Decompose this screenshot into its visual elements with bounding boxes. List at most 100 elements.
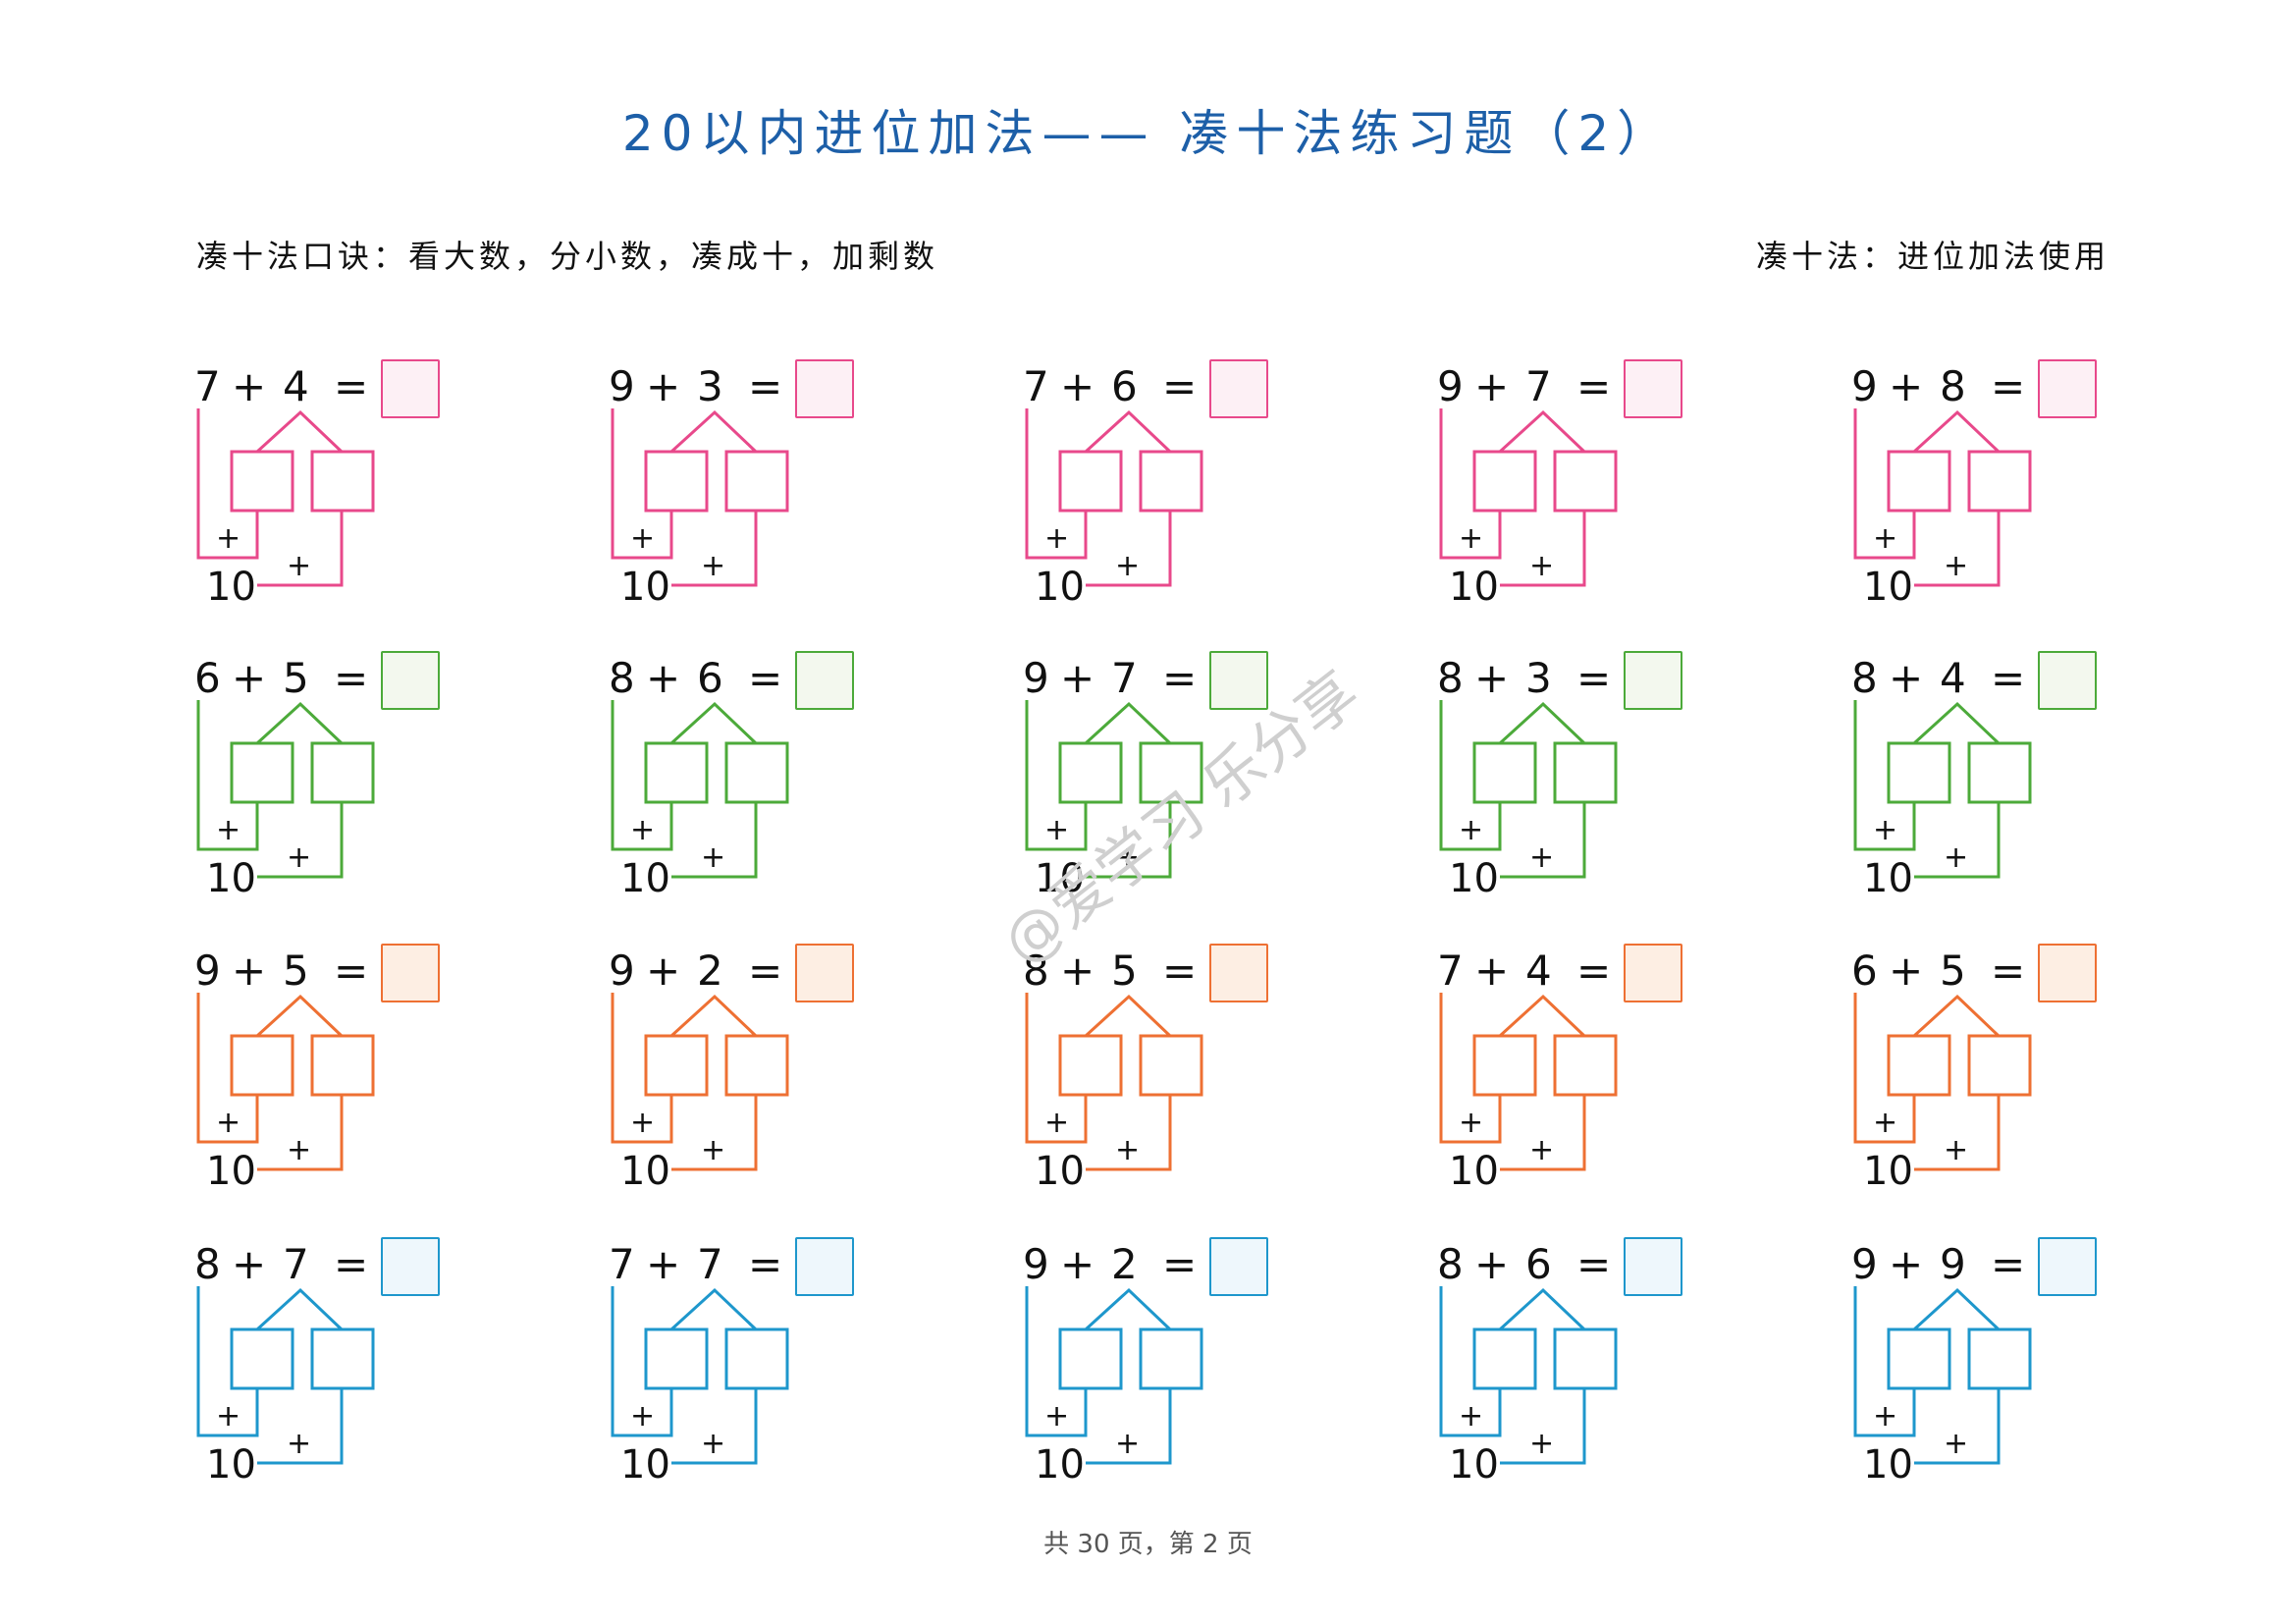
answer-box[interactable]: [381, 1237, 440, 1296]
answer-box[interactable]: [381, 944, 440, 1002]
split-box-left[interactable]: [1472, 741, 1537, 804]
split-box-left[interactable]: [644, 450, 709, 513]
ten-label: 10: [1449, 565, 1499, 610]
bracket-first-addend: [1439, 1286, 1502, 1437]
bracket-first-addend: [196, 700, 259, 851]
split-diagram: [1439, 700, 1618, 879]
bracket-first-addend: [1025, 700, 1088, 851]
ten-label: 10: [620, 1442, 670, 1488]
answer-box[interactable]: [795, 1237, 854, 1296]
split-box-right[interactable]: [724, 450, 789, 513]
split-box-right[interactable]: [1553, 450, 1618, 513]
answer-box[interactable]: [2038, 359, 2097, 418]
answer-box[interactable]: [795, 359, 854, 418]
split-box-right[interactable]: [1967, 741, 2032, 804]
split-box-right[interactable]: [1139, 1034, 1203, 1097]
answer-box[interactable]: [1624, 1237, 1682, 1296]
split-branch-lines: [255, 409, 344, 454]
split-box-right[interactable]: [310, 1034, 375, 1097]
answer-box[interactable]: [1624, 359, 1682, 418]
split-branch-lines: [1912, 409, 2001, 454]
answer-box[interactable]: [381, 651, 440, 710]
plus-sign: +: [1474, 654, 1510, 702]
split-box-left[interactable]: [1887, 1034, 1951, 1097]
split-box-right[interactable]: [1967, 450, 2032, 513]
split-box-right[interactable]: [1139, 450, 1203, 513]
split-box-left[interactable]: [1472, 1034, 1537, 1097]
split-box-left[interactable]: [1058, 1327, 1123, 1390]
split-box-right[interactable]: [724, 1034, 789, 1097]
split-box-right[interactable]: [310, 741, 375, 804]
split-branch-lines: [1498, 994, 1586, 1038]
split-box-right[interactable]: [1553, 741, 1618, 804]
ten-label: 10: [1035, 856, 1085, 901]
outer-plus-sign: +: [287, 549, 312, 583]
inner-plus-sign: +: [1044, 1399, 1070, 1434]
split-box-left[interactable]: [230, 1327, 294, 1390]
split-box-left[interactable]: [644, 1327, 709, 1390]
problem-r1-c2: 9+3=++10: [609, 359, 923, 626]
split-box-right[interactable]: [1139, 1327, 1203, 1390]
outer-plus-sign: +: [1944, 1133, 1969, 1167]
answer-box[interactable]: [795, 944, 854, 1002]
split-box-right[interactable]: [724, 1327, 789, 1390]
split-box-left[interactable]: [230, 741, 294, 804]
plus-sign: +: [1060, 1240, 1095, 1288]
split-box-left[interactable]: [1887, 1327, 1951, 1390]
plus-sign: +: [232, 362, 267, 410]
split-box-right[interactable]: [310, 450, 375, 513]
answer-box[interactable]: [2038, 1237, 2097, 1296]
answer-box[interactable]: [1209, 359, 1268, 418]
plus-sign: +: [1889, 362, 1924, 410]
inner-plus-sign: +: [1873, 521, 1898, 556]
outer-plus-sign: +: [1529, 840, 1555, 875]
answer-box[interactable]: [1209, 651, 1268, 710]
split-diagram: [196, 408, 375, 587]
split-box-left[interactable]: [1058, 450, 1123, 513]
split-box-left[interactable]: [1472, 1327, 1537, 1390]
answer-box[interactable]: [1624, 651, 1682, 710]
split-branch-lines: [1498, 701, 1586, 745]
addend-a: 9: [1023, 654, 1049, 702]
split-box-right[interactable]: [1553, 1327, 1618, 1390]
ten-label: 10: [620, 1149, 670, 1194]
split-box-left[interactable]: [1887, 741, 1951, 804]
split-box-right[interactable]: [1139, 741, 1203, 804]
problem-r3-c4: 7+4=++10: [1437, 944, 1751, 1211]
answer-box[interactable]: [2038, 944, 2097, 1002]
addend-b: 6: [1525, 1240, 1552, 1288]
split-box-left[interactable]: [1887, 450, 1951, 513]
answer-box[interactable]: [1209, 944, 1268, 1002]
split-box-left[interactable]: [644, 1034, 709, 1097]
split-box-right[interactable]: [1553, 1034, 1618, 1097]
bracket-first-addend: [1025, 993, 1088, 1144]
addend-b: 2: [1111, 1240, 1138, 1288]
bracket-remainder: [1914, 1095, 2001, 1171]
answer-box[interactable]: [2038, 651, 2097, 710]
split-box-left[interactable]: [1058, 741, 1123, 804]
split-box-right[interactable]: [310, 1327, 375, 1390]
answer-box[interactable]: [1624, 944, 1682, 1002]
split-box-left[interactable]: [1472, 450, 1537, 513]
split-box-left[interactable]: [1058, 1034, 1123, 1097]
split-diagram: [1025, 1286, 1203, 1465]
split-box-left[interactable]: [644, 741, 709, 804]
split-box-right[interactable]: [1967, 1034, 2032, 1097]
plus-sign: +: [1474, 1240, 1510, 1288]
inner-plus-sign: +: [1459, 1106, 1484, 1140]
answer-box[interactable]: [795, 651, 854, 710]
bracket-first-addend: [1439, 700, 1502, 851]
split-box-right[interactable]: [1967, 1327, 2032, 1390]
split-diagram: [1439, 1286, 1618, 1465]
bracket-remainder: [1086, 802, 1172, 879]
split-box-left[interactable]: [230, 450, 294, 513]
bracket-remainder: [1914, 802, 2001, 879]
split-diagram: [196, 993, 375, 1171]
split-box-right[interactable]: [724, 741, 789, 804]
answer-box[interactable]: [381, 359, 440, 418]
split-box-left[interactable]: [230, 1034, 294, 1097]
plus-sign: +: [232, 1240, 267, 1288]
answer-box[interactable]: [1209, 1237, 1268, 1296]
inner-plus-sign: +: [1873, 813, 1898, 847]
bracket-first-addend: [196, 408, 259, 560]
